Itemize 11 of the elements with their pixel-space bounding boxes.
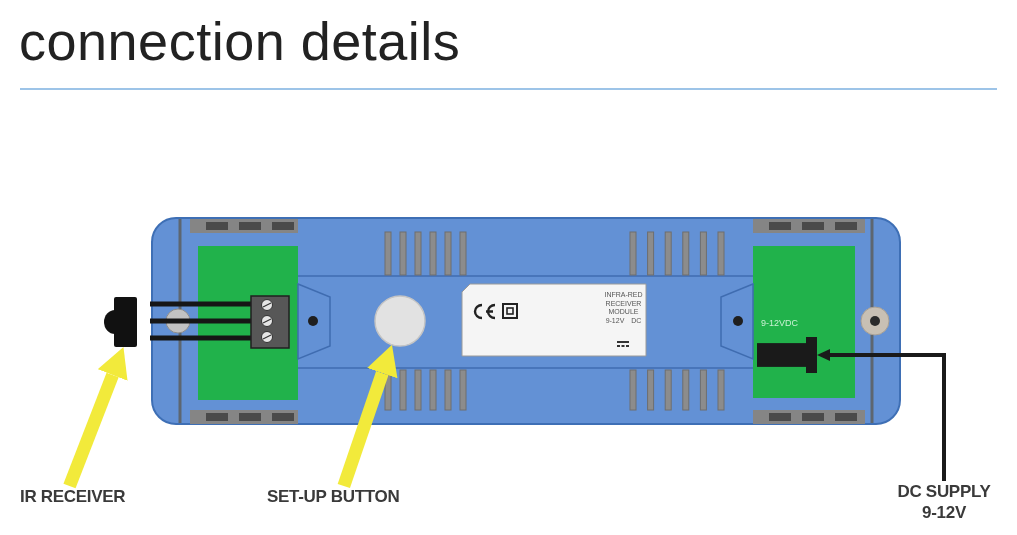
page-title: connection details xyxy=(19,10,461,72)
arrow xyxy=(63,347,128,489)
callout-label: IR RECEIVER xyxy=(20,486,126,507)
callout-label: DC SUPPLY 9-12V xyxy=(894,481,994,523)
arrow xyxy=(337,344,398,489)
arrow xyxy=(817,349,946,481)
power-jack xyxy=(757,337,817,373)
sensor-component xyxy=(103,297,137,347)
push-button xyxy=(374,295,426,347)
board-marking: 9-12VDC xyxy=(761,318,798,328)
callout-label: SET-UP BUTTON xyxy=(267,486,400,507)
